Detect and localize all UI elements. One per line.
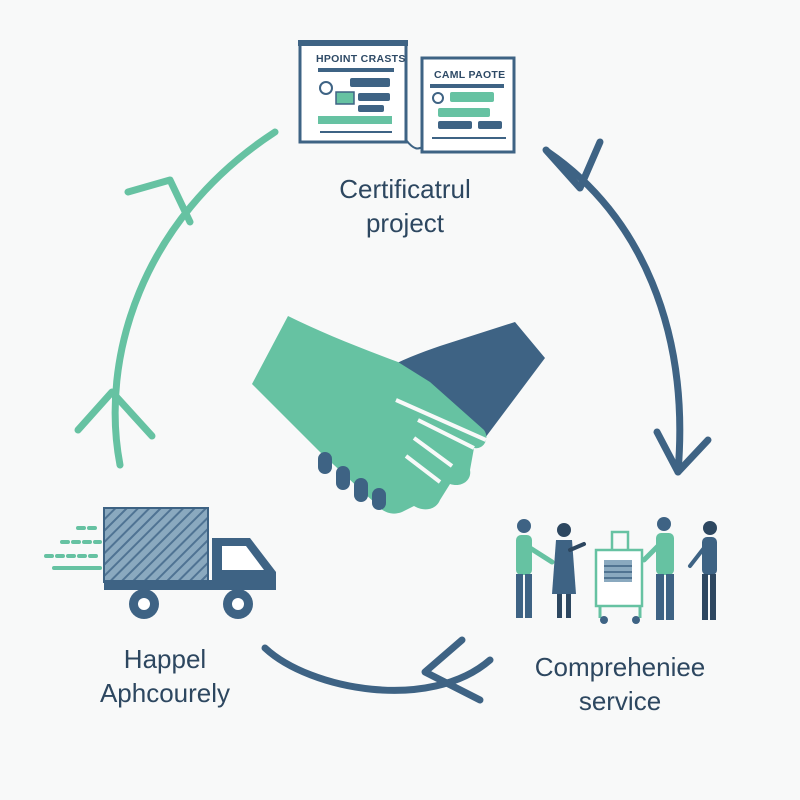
service-team-icon (516, 517, 717, 624)
arrow-bottom (261, 644, 494, 694)
arrow-top-right-chevron-2 (653, 428, 712, 476)
cycle-arrows (74, 128, 712, 704)
document-left-title: HPOINT CRASTS (316, 53, 406, 65)
handshake-icon (252, 316, 545, 514)
stage-label-top: Certificatrul project (290, 172, 520, 240)
document-right-title: CAML PAOTE (434, 69, 505, 81)
stage-left-line2: Aphcourely (99, 678, 231, 708)
arrow-left-chevron-2 (124, 176, 194, 226)
arrow-top-right (544, 148, 684, 476)
arrow-bottom-chevron (421, 636, 484, 704)
delivery-truck-icon (44, 507, 276, 619)
stage-left-line1: Happel (123, 644, 207, 674)
checklist-documents-icon: HPOINT CRASTS CAML PAOTE (298, 40, 516, 154)
stage-top-line2: project (365, 208, 445, 238)
stage-top-line1: Certificatrul (339, 174, 471, 204)
stage-right-line2: service (578, 686, 662, 716)
arrow-left (111, 128, 279, 469)
arrow-top-right-chevron-1 (542, 138, 604, 192)
stage-right-line1: Compreheniee (534, 652, 706, 682)
stage-label-left: Happel Aphcourely (60, 642, 270, 710)
stage-label-right: Compreheniee service (500, 650, 740, 718)
arrow-left-chevron-1 (74, 388, 156, 440)
